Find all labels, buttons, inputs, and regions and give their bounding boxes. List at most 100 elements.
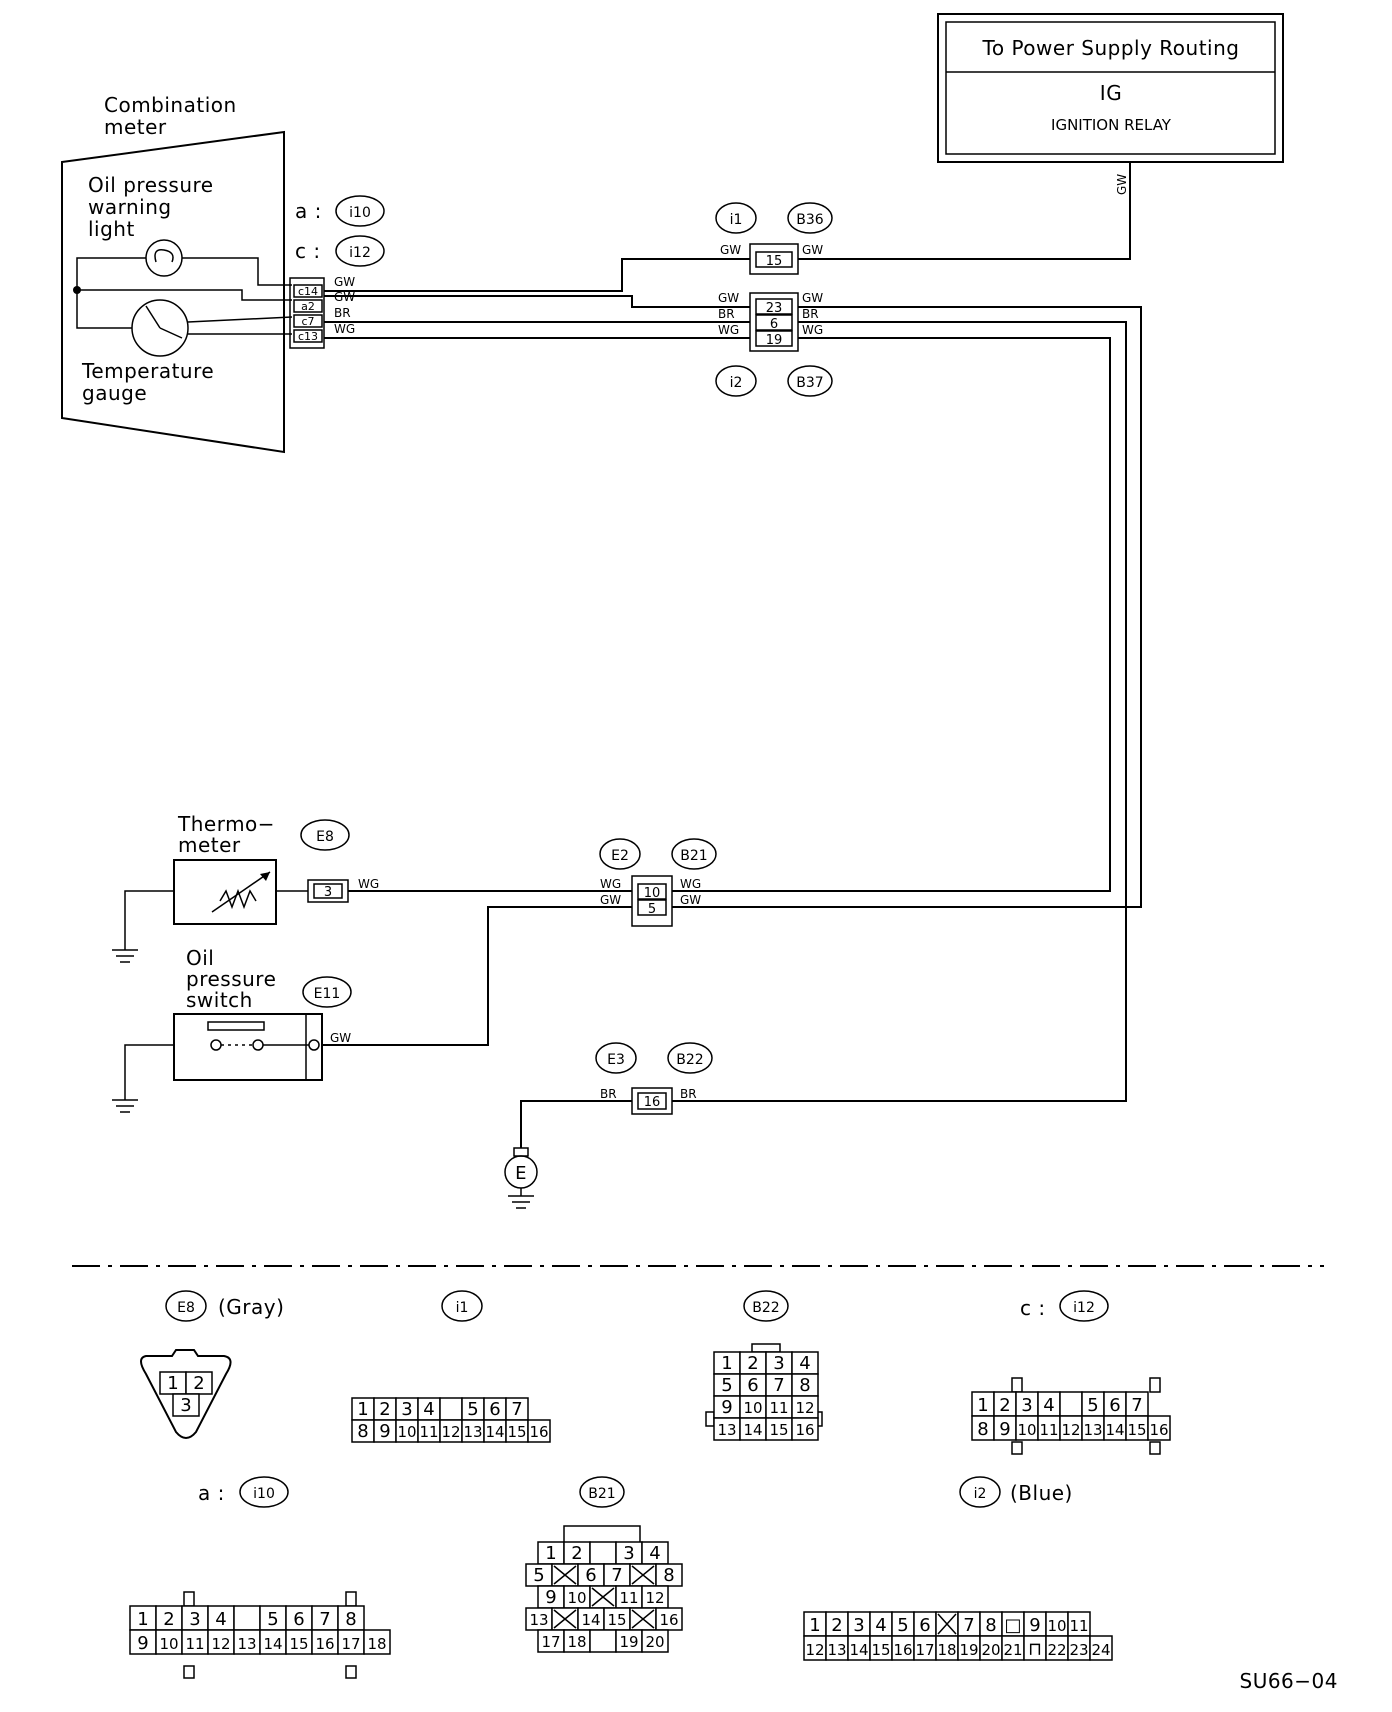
legend-b21-pin-cell: [655, 1563, 683, 1587]
conn-a-prefix: a :: [295, 199, 322, 223]
thermometer-pin-3: 3: [324, 885, 332, 900]
temp-gauge-label-1: Temperature: [81, 359, 214, 383]
legend-b21-pin-label: 10: [567, 1589, 586, 1607]
joint-i2-pin-23: 23: [766, 301, 783, 316]
legend-b21-pin-label: 2: [571, 1543, 582, 1564]
thermometer-wire-wg: WG: [358, 877, 379, 891]
legend-i12-pin-cell: [1147, 1415, 1171, 1441]
legend-i2-pin-label: 19: [959, 1641, 978, 1659]
legend-b22-pin-label: 6: [747, 1375, 758, 1396]
oil-switch-label-3: switch: [186, 988, 253, 1012]
legend-i1-pin-label: 7: [511, 1399, 522, 1420]
legend-i2-pin-cell: [1089, 1635, 1113, 1661]
legend-i12-pin-label: 2: [999, 1395, 1010, 1416]
temperature-gauge-icon: [131, 299, 189, 357]
legend-b21-pin-label: 11: [619, 1589, 638, 1607]
oil-switch-label-1: Oil: [186, 946, 214, 970]
combination-meter-title-2: meter: [104, 115, 167, 139]
legend-i10-pin-label: 12: [211, 1635, 230, 1653]
legend-i1-pin-label: 3: [401, 1399, 412, 1420]
legend-i1-tag: i1: [456, 1300, 469, 1316]
meter-pin-c14: c14: [298, 285, 318, 298]
joint-b37-tag: B37: [796, 375, 823, 391]
legend-i2-pin-label: 17: [915, 1641, 934, 1659]
conn-a-tag: i10: [349, 205, 371, 221]
legend-b21-pin-label: 1: [545, 1543, 556, 1564]
legend-b22-pin-label: 9: [721, 1397, 732, 1418]
legend-b22-pin-label: 1: [721, 1353, 732, 1374]
power-supply-box: To Power Supply Routing IG IGNITION RELA…: [937, 13, 1284, 163]
oil-pressure-switch: Oil pressure switch E11 GW: [112, 946, 352, 1113]
legend-i2-pin-label: 10: [1047, 1617, 1066, 1635]
legend-i10-pin-cell: [181, 1629, 209, 1655]
legend-i2-pin-label: 9: [1029, 1615, 1040, 1636]
legend-i2-pin-label: 11: [1069, 1617, 1088, 1635]
legend-b21-pin-label: 15: [607, 1611, 626, 1629]
legend-b21-pin-label: 14: [581, 1611, 600, 1629]
legend-i1-pin-label: 8: [357, 1421, 368, 1442]
legend-i2-pin-label: 4: [875, 1615, 886, 1636]
legend-b22-pin-cell: [791, 1417, 819, 1441]
conn-c-tag: i12: [349, 245, 371, 261]
legend-i10-pin-label: 9: [137, 1633, 148, 1654]
legend-i1-pin-cell: [439, 1397, 463, 1421]
legend-b21-pin-cell: [641, 1629, 669, 1653]
legend-e8-note: (Gray): [218, 1295, 284, 1319]
legend-i10-pin-label: 3: [189, 1609, 200, 1630]
legend-b21-pin-label: 3: [623, 1543, 634, 1564]
legend-i2-pin-label: 23: [1069, 1641, 1088, 1659]
legend-b21-blocked-pin-icon: [631, 1609, 655, 1629]
oil-switch-label-2: pressure: [186, 967, 276, 991]
legend-i12-pin-label: 14: [1105, 1421, 1124, 1439]
legend-b22-pin-label: 14: [743, 1421, 762, 1439]
joint-b21-pin-10: 10: [644, 886, 661, 901]
legend-i2-pin-label: 21: [1003, 1641, 1022, 1659]
legend-i10-pin-label: 2: [163, 1609, 174, 1630]
legend-i1-pin-label: 12: [441, 1423, 460, 1441]
legend-e8-shape: [140, 1349, 232, 1439]
b22-wire-br-left: BR: [600, 1087, 617, 1101]
legend-i2-blocked-pin-icon: [937, 1613, 957, 1635]
legend-i12-pin-label: 11: [1039, 1421, 1058, 1439]
legend-i1-pin-label: 6: [489, 1399, 500, 1420]
thermometer-connector-tag: E8: [316, 829, 334, 845]
legend-i1-pin-label: 13: [463, 1423, 482, 1441]
legend-b21-pin-label: 19: [619, 1633, 638, 1651]
legend-i12-pin-label: 1: [977, 1395, 988, 1416]
b22-wire-br-right: BR: [680, 1087, 697, 1101]
legend-b22-pin-label: 12: [795, 1399, 814, 1417]
legend-b21-tag: B21: [588, 1486, 615, 1502]
legend-i2-pin-label: 5: [897, 1615, 908, 1636]
legend-i2-pin-label: 18: [937, 1641, 956, 1659]
legend-i10-pin-cell: [337, 1605, 365, 1631]
legend-i2-pin-label: 12: [805, 1641, 824, 1659]
joint-i1-pin-15: 15: [766, 254, 783, 269]
legend-i12-pin-label: 5: [1087, 1395, 1098, 1416]
legend-i1-pin-label: 9: [379, 1421, 390, 1442]
legend-i1-pin-label: 16: [529, 1423, 548, 1441]
legend-b21-blocked-pin-icon: [591, 1587, 615, 1607]
legend-b21-pin-label: 16: [659, 1611, 678, 1629]
legend-i2-pin-label: 3: [853, 1615, 864, 1636]
wire-code-gw-vertical: GW: [1115, 174, 1129, 195]
legend-i10-pin-label: 18: [367, 1635, 386, 1653]
legend-b21-blocked-pin-icon: [553, 1565, 577, 1585]
legend-b21-pin-label: 4: [649, 1543, 660, 1564]
meter-pin-c7: c7: [301, 315, 314, 328]
oil-warning-label-3: light: [88, 217, 135, 241]
legend-b21-pin-label: 18: [567, 1633, 586, 1651]
meter-pin-c13: c13: [298, 330, 318, 343]
legend-i10-pin-label: 5: [267, 1609, 278, 1630]
legend-i1-pin-label: 15: [507, 1423, 526, 1441]
joint-b21-pin-5: 5: [648, 902, 656, 917]
joint-i2-tag: i2: [730, 375, 743, 391]
joint-b21-tag: B21: [680, 848, 707, 864]
legend-i10-prefix: a :: [198, 1481, 225, 1505]
ignition-relay-label: IGNITION RELAY: [1051, 116, 1172, 134]
legend-i10-pin-label: 13: [237, 1635, 256, 1653]
legend-i2-pin-label: 2: [831, 1615, 842, 1636]
legend-i1-pin-cell: [527, 1419, 551, 1443]
legend-i2-pin-label: 20: [981, 1641, 1000, 1659]
ground-icon: [112, 949, 138, 963]
